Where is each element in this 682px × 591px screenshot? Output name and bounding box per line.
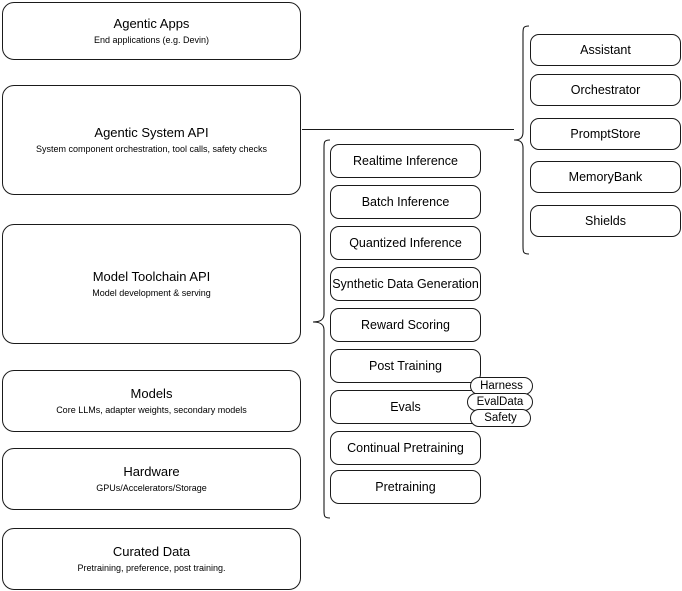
component-box-reward-scoring[interactable]: Reward Scoring	[330, 308, 481, 342]
component-label: Post Training	[369, 358, 442, 373]
brace-toolchain-components	[312, 139, 331, 519]
component-label: Quantized Inference	[349, 235, 462, 250]
evals-subcomponent-label: Safety	[484, 412, 517, 424]
stack-box-model-toolchain-api[interactable]: Model Toolchain API Model development & …	[2, 224, 301, 344]
stack-title: Agentic System API	[94, 124, 209, 140]
component-label: Synthetic Data Generation	[332, 276, 479, 291]
stack-box-agentic-apps[interactable]: Agentic Apps End applications (e.g. Devi…	[2, 2, 301, 60]
component-box-post-training[interactable]: Post Training	[330, 349, 481, 383]
stack-title: Model Toolchain API	[92, 268, 211, 284]
component-label: Orchestrator	[570, 82, 641, 97]
evals-subcomponent-label: EvalData	[476, 396, 524, 408]
component-label: PromptStore	[570, 126, 641, 141]
component-label: Continual Pretraining	[347, 440, 464, 455]
component-label: Assistant	[580, 42, 631, 57]
stack-box-agentic-system-api[interactable]: Agentic System API System component orch…	[2, 85, 301, 195]
component-box-synthetic-data-generation[interactable]: Synthetic Data Generation	[330, 267, 481, 301]
evals-subcomponent-safety[interactable]: Safety	[470, 409, 531, 427]
component-label: Shields	[585, 213, 626, 228]
component-box-pretraining[interactable]: Pretraining	[330, 470, 481, 504]
component-label: Pretraining	[375, 479, 436, 494]
stack-subtitle: Core LLMs, adapter weights, secondary mo…	[56, 404, 247, 415]
stack-subtitle: Pretraining, preference, post training.	[77, 562, 226, 573]
stack-title: Hardware	[123, 463, 180, 479]
brace-agentic-components	[513, 25, 530, 255]
component-label: Batch Inference	[361, 194, 450, 209]
stack-box-hardware[interactable]: Hardware GPUs/Accelerators/Storage	[2, 448, 301, 510]
component-label: Realtime Inference	[353, 153, 458, 168]
evals-subcomponent-label: Harness	[480, 380, 523, 392]
stack-subtitle: GPUs/Accelerators/Storage	[96, 482, 207, 493]
component-box-orchestrator[interactable]: Orchestrator	[530, 74, 681, 106]
component-box-memorybank[interactable]: MemoryBank	[530, 161, 681, 193]
stack-title: Models	[130, 385, 173, 401]
component-box-shields[interactable]: Shields	[530, 205, 681, 237]
component-box-realtime-inference[interactable]: Realtime Inference	[330, 144, 481, 178]
component-label: Evals	[390, 399, 421, 414]
component-box-assistant[interactable]: Assistant	[530, 34, 681, 66]
component-label: Reward Scoring	[361, 317, 450, 332]
evals-subcomponent-evaldata[interactable]: EvalData	[467, 393, 533, 411]
stack-subtitle: End applications (e.g. Devin)	[93, 34, 210, 45]
stack-title: Agentic Apps	[113, 15, 190, 31]
component-box-evals[interactable]: Evals	[330, 390, 481, 424]
component-box-quantized-inference[interactable]: Quantized Inference	[330, 226, 481, 260]
stack-title: Curated Data	[112, 543, 191, 559]
stack-subtitle: System component orchestration, tool cal…	[35, 143, 268, 154]
component-box-continual-pretraining[interactable]: Continual Pretraining	[330, 431, 481, 465]
component-box-promptstore[interactable]: PromptStore	[530, 118, 681, 150]
component-box-batch-inference[interactable]: Batch Inference	[330, 185, 481, 219]
stack-box-curated-data[interactable]: Curated Data Pretraining, preference, po…	[2, 528, 301, 590]
stack-subtitle: Model development & serving	[92, 287, 211, 298]
connector-agentic-system-to-components	[302, 129, 514, 131]
component-label: MemoryBank	[568, 169, 643, 184]
stack-box-models[interactable]: Models Core LLMs, adapter weights, secon…	[2, 370, 301, 432]
